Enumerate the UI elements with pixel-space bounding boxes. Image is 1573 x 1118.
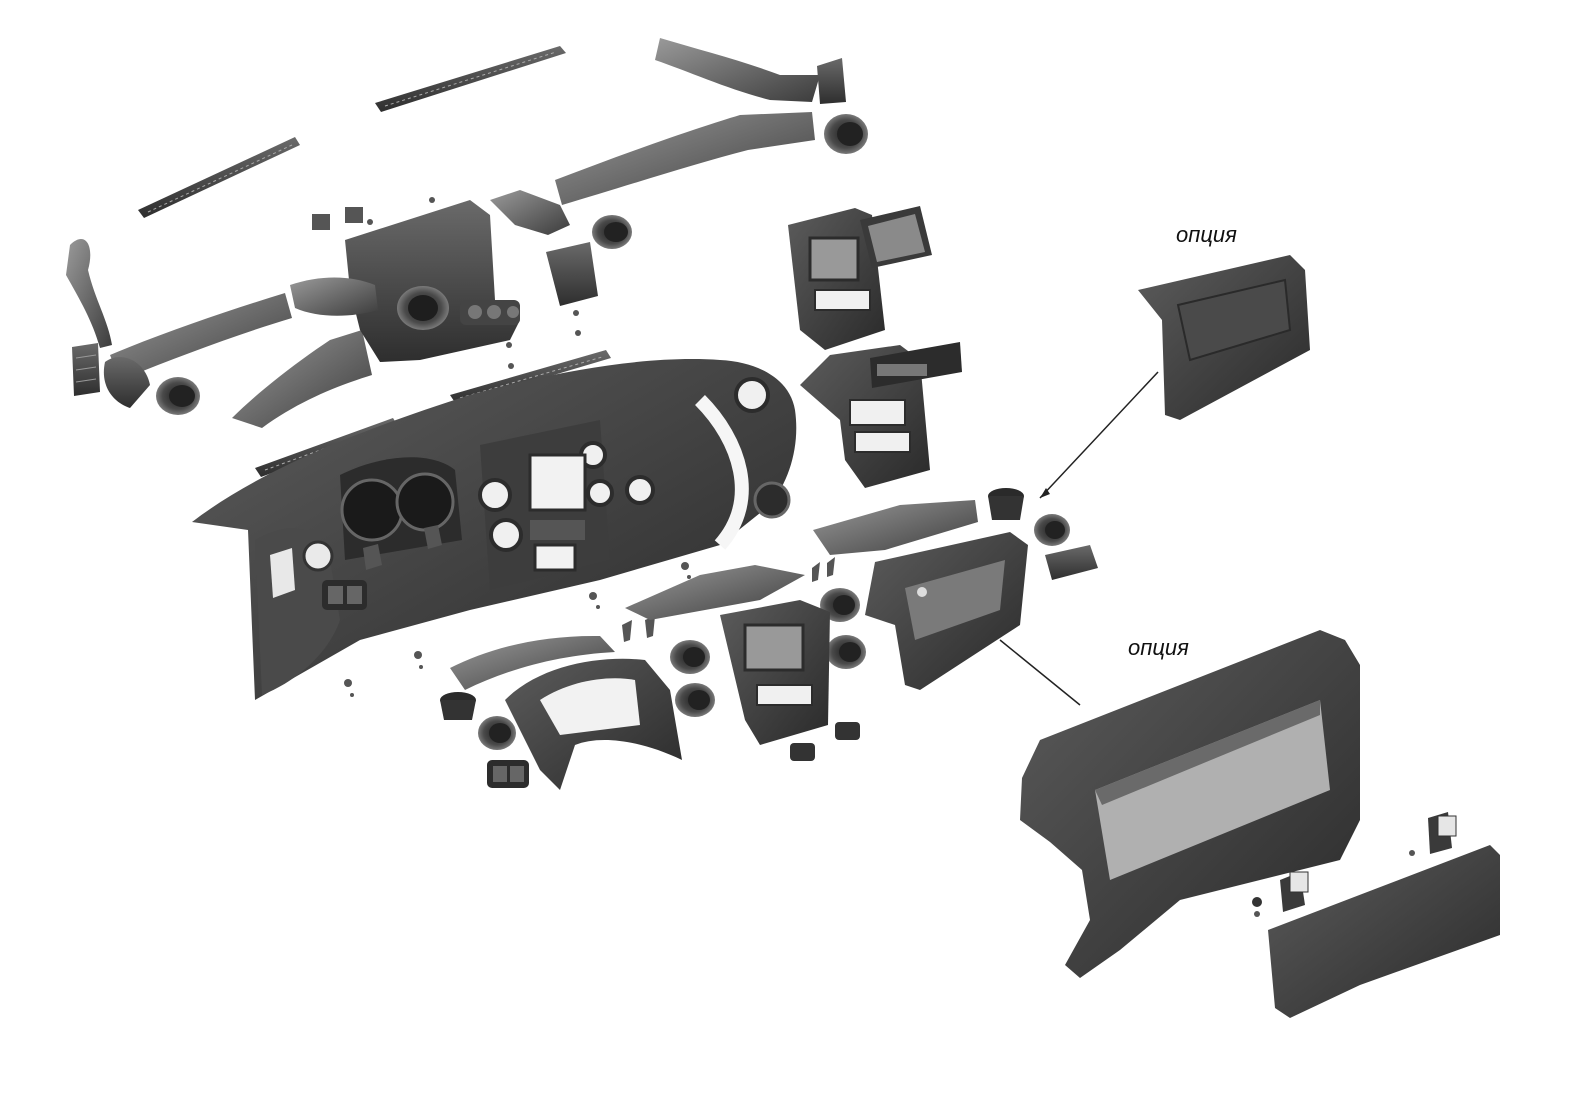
center-console-panel-icon — [813, 500, 978, 555]
option-label-top: опция — [1176, 222, 1237, 247]
switch-icon — [790, 722, 860, 761]
center-console-panel-icon — [720, 600, 830, 745]
air-vent-icon — [820, 588, 860, 622]
arrow-head-icon — [1040, 488, 1050, 498]
heater-unit-icon — [290, 190, 632, 362]
switch-icon — [322, 580, 367, 610]
latch-icon — [1252, 812, 1457, 917]
air-duct-icon — [232, 330, 372, 428]
air-vent-icon — [156, 377, 200, 415]
air-vent-icon — [675, 683, 715, 717]
air-vent-icon — [72, 343, 100, 396]
defroster-grille-icon — [375, 46, 566, 112]
pointer-line — [1039, 371, 1159, 499]
center-console-panel-icon — [800, 342, 962, 488]
glove-box-lid-icon — [1138, 255, 1310, 420]
switch-icon — [487, 760, 529, 788]
air-vent-icon — [824, 114, 868, 154]
air-vent-icon — [1034, 514, 1070, 546]
air-vent-icon — [670, 640, 710, 674]
glove-box-lid-icon — [1268, 845, 1500, 1018]
center-console-panel-icon — [788, 206, 932, 350]
air-duct-icon — [66, 239, 292, 408]
air-vent-icon — [478, 716, 516, 750]
glove-box-icon — [865, 532, 1028, 690]
air-vent-icon — [826, 635, 866, 669]
option-label-bottom: опция — [1128, 635, 1189, 660]
center-console-panel-icon — [625, 565, 805, 620]
instrument-panel-icon — [192, 359, 797, 700]
defroster-grille-icon — [138, 137, 300, 218]
cup-holder-icon — [988, 488, 1024, 520]
bracket-icon — [312, 197, 581, 369]
switch-icon — [1045, 545, 1098, 580]
cup-holder-icon — [440, 692, 476, 720]
glove-box-icon — [1020, 630, 1360, 978]
center-console-panel-icon — [450, 635, 615, 690]
air-duct-icon — [555, 38, 846, 205]
instrument-cluster-icon — [505, 658, 682, 790]
pointer-line — [999, 639, 1081, 706]
bracket-icon — [344, 525, 835, 697]
